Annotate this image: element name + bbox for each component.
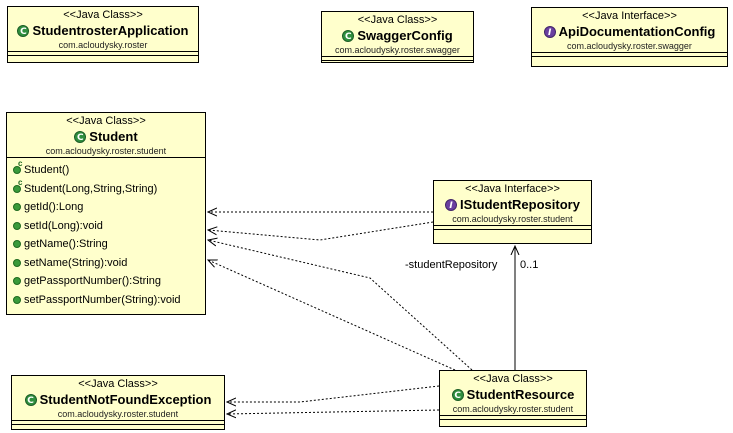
class-c-icon: C [342,29,355,42]
package-label: com.acloudysky.roster.student [57,409,179,419]
resource-to-exception-dependency-2[interactable] [227,410,440,414]
method-row[interactable]: Student(Long,String,String) [7,178,205,199]
constructor-icon [13,159,22,175]
method-signature: Student() [24,164,70,177]
stereotype-label: <<Java Class>> [357,14,438,26]
compartment-divider [322,60,473,61]
compartment-divider [322,56,473,57]
public-method-icon [13,221,21,230]
public-method-icon [13,240,21,249]
public-method-icon [13,277,21,286]
class-name: Student [89,129,138,144]
class-name: IStudentRepository [460,197,580,212]
method-row[interactable]: getPassportNumber():String [7,272,205,291]
association-multiplicity-label: 0..1 [520,259,539,271]
package-label: com.acloudysky.roster.swagger [335,45,460,55]
resource-to-student-dependency-2[interactable] [208,260,456,371]
constructor-icon [13,178,22,193]
compartment-divider [434,229,591,230]
compartment-divider [532,52,727,53]
class-name: StudentrosterApplication [32,23,189,38]
compartment-divider [532,56,727,57]
method-row[interactable]: getId():Long [7,198,205,217]
association-role-label: -studentRepository [405,259,498,271]
package-label: com.acloudysky.roster.student [45,146,167,156]
interface-i-icon: I [543,25,556,38]
stereotype-label: <<Java Class>> [63,9,143,21]
class-name: SwaggerConfig [357,28,453,43]
class-name: StudentNotFoundException [39,392,212,407]
class-c-icon: C [24,393,37,406]
resource-to-student-dependency-1[interactable] [208,240,473,371]
class-name: ApiDocumentationConfig [558,24,716,39]
package-label: com.acloudysky.roster [58,40,148,50]
method-signature: setId(Long):void [24,219,103,232]
package-label: com.acloudysky.roster.student [452,404,574,414]
method-signature: Student(Long,String,String) [24,182,158,195]
class-c-icon: C [74,130,87,143]
public-method-icon [13,258,21,267]
method-signature: setPassportNumber(String):void [24,293,181,306]
stereotype-label: <<Java Class>> [78,378,158,390]
method-signature: getId():Long [24,201,84,214]
compartment-divider [12,420,224,421]
stereotype-label: <<Java Class>> [66,115,146,127]
class-c-icon: C [451,388,464,401]
stereotype-label: <<Java Interface>> [582,10,677,22]
resource-to-exception-dependency-1[interactable] [227,385,440,402]
method-row[interactable]: getName():String [7,235,205,254]
compartment-divider [440,415,586,416]
method-row[interactable]: Student() [7,159,205,180]
package-label: com.acloudysky.roster.student [452,214,573,224]
public-method-icon [13,295,21,304]
stereotype-label: <<Java Interface>> [465,183,560,195]
compartment-divider [7,157,205,158]
interface-i-icon: I [445,198,458,211]
method-row[interactable]: setPassportNumber(String):void [7,291,205,310]
compartment-divider [434,225,591,226]
class-c-icon: C [17,24,30,37]
compartment-divider [12,424,224,425]
method-row[interactable]: setName(String):void [7,254,205,273]
package-label: com.acloudysky.roster.swagger [567,41,692,51]
repo-to-student-dependency-2[interactable] [208,221,434,241]
compartment-divider [8,51,198,52]
method-signature: getName():String [24,238,108,251]
method-row[interactable]: setId(Long):void [7,217,205,236]
compartment-divider [8,55,198,56]
public-method-icon [13,203,21,212]
class-name: StudentResource [466,387,575,402]
methods-compartment: Student() Student(Long,String,String) getI… [7,158,205,309]
method-signature: setName(String):void [24,256,128,269]
compartment-divider [440,419,586,420]
method-signature: getPassportNumber():String [24,275,161,288]
stereotype-label: <<Java Class>> [473,373,553,385]
